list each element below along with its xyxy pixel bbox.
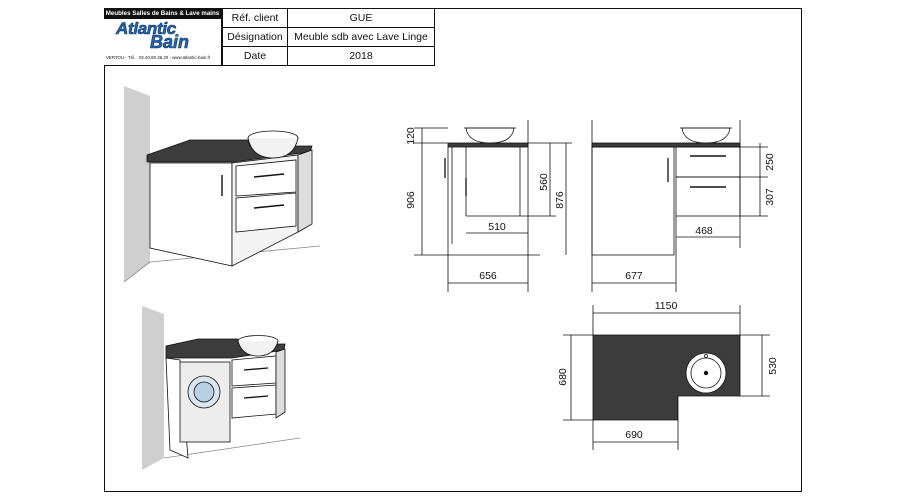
drawer-lower bbox=[235, 192, 297, 233]
logo-tagline: Meubles Salles de Bains & Lave mains bbox=[104, 8, 221, 19]
floor-line-left bbox=[123, 261, 151, 283]
basin-bowl-2 bbox=[237, 340, 279, 357]
wall-panel bbox=[124, 86, 150, 282]
front-worktop bbox=[591, 142, 741, 148]
drawer-handle-lower-2 bbox=[243, 395, 269, 399]
dim-label-560: 560 bbox=[538, 173, 550, 191]
date-value: 2018 bbox=[287, 46, 435, 66]
perspective-view-open bbox=[123, 86, 321, 283]
dim-label-876: 876 bbox=[554, 191, 566, 209]
dim-label-120: 120 bbox=[405, 127, 417, 145]
plan-view bbox=[563, 305, 770, 450]
date-label: Date bbox=[222, 46, 288, 66]
side-elevation bbox=[414, 120, 572, 292]
drawer-handle-upper-2 bbox=[243, 367, 269, 371]
perspective-view-washer bbox=[142, 306, 301, 470]
dim-label-906: 906 bbox=[405, 191, 417, 209]
logo-word-bain: Bain bbox=[150, 32, 190, 52]
title-row-date: Date 2018 bbox=[222, 46, 435, 66]
dim-label-468: 468 bbox=[695, 225, 713, 237]
washer-drum-inner bbox=[193, 381, 215, 403]
drawer-handle-lower bbox=[253, 204, 285, 209]
logo-word-atlantic: Atlantic bbox=[116, 19, 177, 38]
dim-label-510: 510 bbox=[488, 221, 506, 233]
dim-label-530: 530 bbox=[767, 357, 779, 375]
drawing-sheet-border bbox=[104, 8, 802, 492]
dim-label-656: 656 bbox=[479, 270, 497, 282]
dimension-labels: 120 906 560 876 510 656 250 307 468 677 … bbox=[405, 127, 779, 441]
designation-value: Meuble sdb avec Lave Linge bbox=[287, 27, 435, 47]
cabinet-end-2 bbox=[275, 348, 286, 419]
cabinet-end bbox=[297, 149, 313, 233]
drawer-upper-2 bbox=[231, 355, 277, 387]
plan-basin-drain bbox=[703, 370, 709, 376]
front-drawer-upper bbox=[675, 146, 741, 178]
logo-contact: VERTOU - Tél. : 02.40.80.36.20 - www.atl… bbox=[106, 55, 211, 60]
wall-panel-2 bbox=[142, 306, 164, 470]
title-block-table: Réf. client GUE Désignation Meuble sdb a… bbox=[222, 8, 435, 66]
drawer-upper bbox=[235, 159, 297, 197]
dim-label-250: 250 bbox=[764, 153, 776, 171]
dim-label-1150: 1150 bbox=[655, 300, 678, 312]
front-drawer-lower bbox=[675, 176, 741, 217]
side-basin bbox=[465, 127, 515, 144]
title-row-designation: Désignation Meuble sdb avec Lave Linge bbox=[222, 27, 435, 47]
company-logo: Meubles Salles de Bains & Lave mains Atl… bbox=[104, 8, 222, 66]
plan-tap-hole bbox=[704, 354, 708, 358]
side-worktop bbox=[447, 142, 529, 148]
basin-bowl bbox=[247, 137, 299, 159]
front-basin bbox=[681, 127, 731, 144]
drawer-lower-2 bbox=[231, 384, 277, 419]
front-elevation bbox=[591, 120, 768, 292]
dim-label-690: 690 bbox=[625, 429, 643, 441]
dim-label-677: 677 bbox=[625, 270, 643, 282]
designation-label: Désignation bbox=[222, 27, 288, 47]
dim-label-307: 307 bbox=[764, 188, 776, 206]
cabinet-door-panel bbox=[149, 162, 233, 267]
drawer-handle-upper bbox=[253, 173, 285, 178]
dim-label-680: 680 bbox=[557, 368, 569, 386]
front-door bbox=[591, 146, 675, 256]
